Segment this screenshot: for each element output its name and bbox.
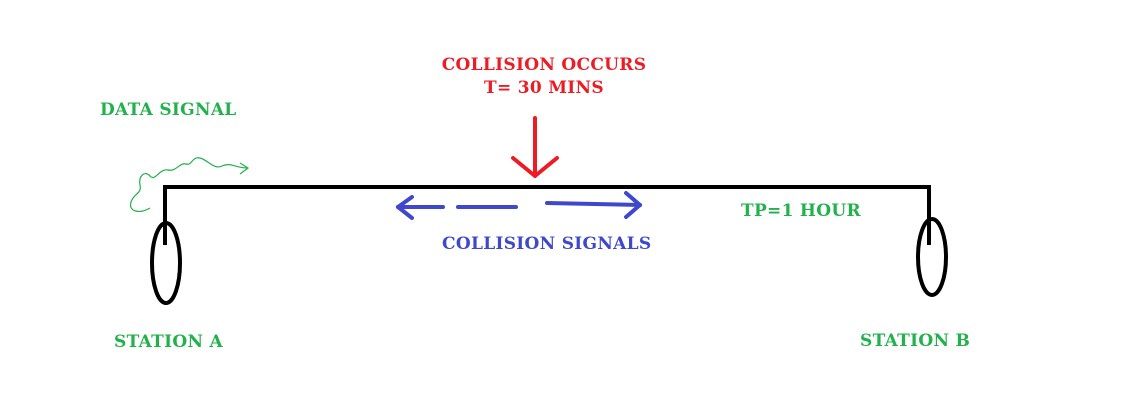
squiggly-arrow-icon xyxy=(129,157,250,212)
collision-time-label: T= 30 MINS xyxy=(484,78,604,98)
collision-occurs-label: COLLISION OCCURS xyxy=(441,55,647,75)
data-signal-label: DATA SIGNAL xyxy=(100,100,237,120)
right-arrow-icon xyxy=(545,191,642,219)
left-arrow-icon xyxy=(396,195,518,220)
station-b-label: STATION B xyxy=(860,331,971,351)
down-arrow-icon xyxy=(511,116,559,178)
station-b-terminator-icon xyxy=(916,217,948,297)
station-a-terminator-icon xyxy=(150,221,182,305)
propagation-time-label: TP=1 HOUR xyxy=(741,201,861,221)
station-a-label: STATION A xyxy=(114,332,224,352)
collision-signals-label: COLLISION SIGNALS xyxy=(442,234,652,254)
